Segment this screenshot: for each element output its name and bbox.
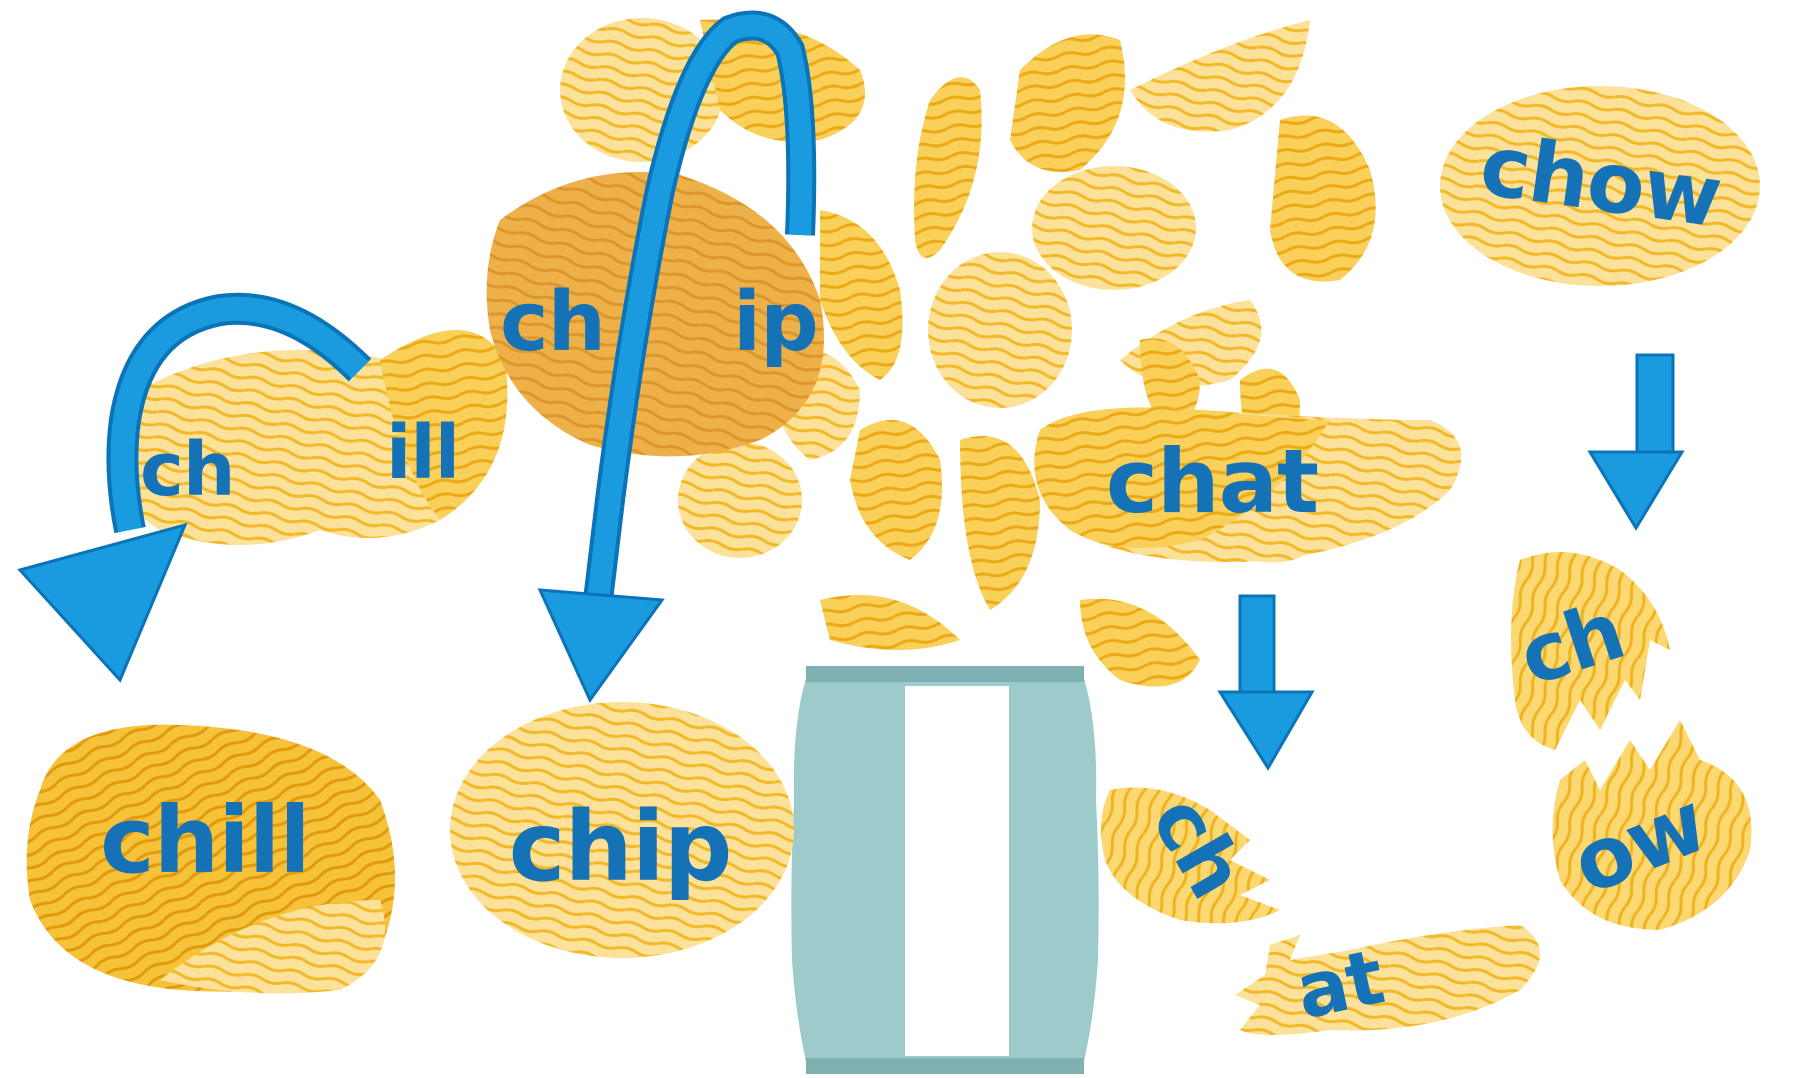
- word-chow-result-chips: ch ow: [1508, 552, 1751, 930]
- chip-prefix-text: ch: [500, 275, 605, 370]
- potato-chip-icon: [1010, 34, 1125, 172]
- chat-rime-text: at: [1288, 932, 1390, 1037]
- potato-chip-icon: [928, 252, 1072, 408]
- potato-chip-icon: [914, 77, 982, 258]
- chip-whole-text: chip: [509, 791, 732, 903]
- chip-rime-text: ip: [733, 275, 818, 370]
- word-chill-result-chip: chill: [27, 725, 395, 994]
- chat-whole-text: chat: [1106, 430, 1318, 533]
- potato-chip-icon: [1130, 20, 1310, 132]
- word-chow-source-chip: chow: [1440, 86, 1760, 286]
- word-chip-result-chip: chip: [450, 702, 794, 958]
- down-arrow-icon: [1220, 596, 1312, 768]
- word-chat-result-chips: ch at: [1101, 781, 1540, 1036]
- potato-chip-icon: [820, 210, 903, 380]
- potato-chip-icon: [1270, 116, 1376, 282]
- potato-chip-icon: [850, 420, 942, 560]
- down-arrow-icon: [1590, 355, 1682, 528]
- potato-chip-icon: [820, 595, 960, 650]
- potato-chip-icon: [678, 442, 802, 558]
- word-chill-source-chip: ch ill: [110, 330, 507, 545]
- chill-whole-text: chill: [100, 787, 310, 894]
- curved-arrow-head: [20, 525, 185, 680]
- potato-chip-icon: [960, 436, 1040, 610]
- potato-chip-icon: [1032, 166, 1196, 290]
- chip-bag-icon: [791, 666, 1098, 1074]
- curved-arrow-head: [540, 590, 662, 700]
- potato-chip-icon: [1080, 599, 1200, 687]
- chill-prefix-text: ch: [140, 427, 235, 513]
- word-chat-source-chip: chat: [1034, 408, 1461, 563]
- chill-rime-text: ill: [386, 410, 459, 496]
